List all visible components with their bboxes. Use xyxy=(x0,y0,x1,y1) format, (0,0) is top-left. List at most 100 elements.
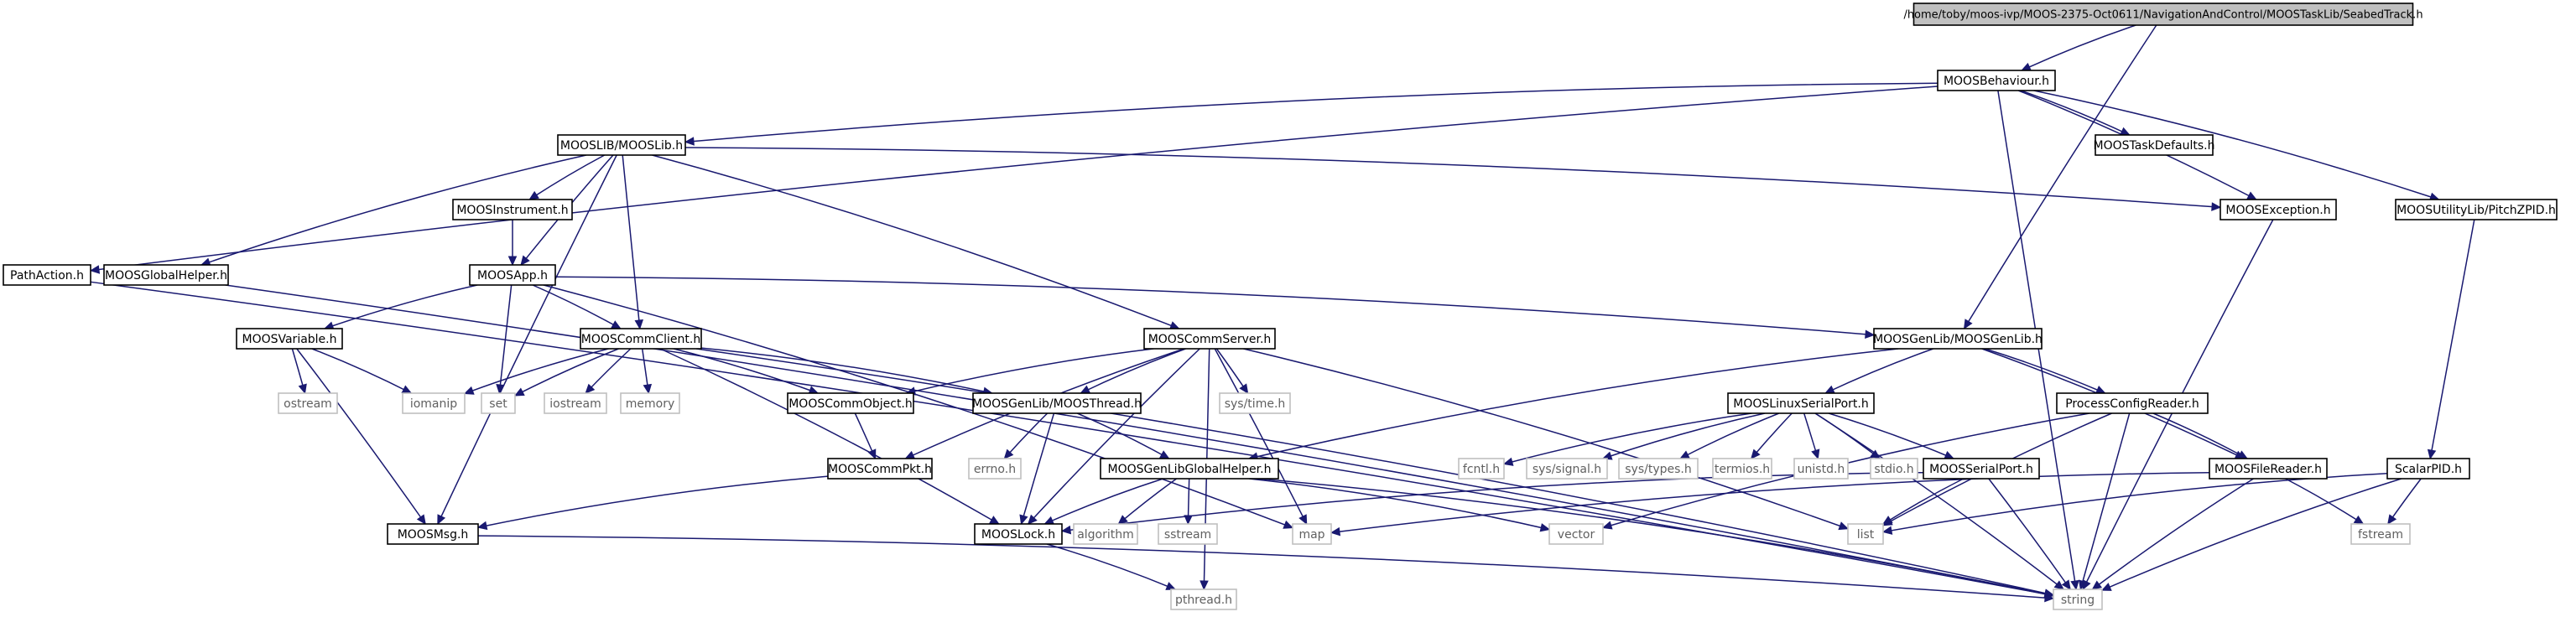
node-box-stdio xyxy=(1870,458,1918,480)
node-filereader[interactable]: MOOSFileReader.h xyxy=(2209,458,2328,480)
node-box-commserver xyxy=(1143,328,1276,350)
arrowhead-thread-to-errno xyxy=(1003,448,1014,459)
edge-linuxserial-to-termios xyxy=(1751,412,1793,459)
edge-mooslock-to-pthread xyxy=(1046,543,1176,590)
arrowhead-commclient-to-iomanip xyxy=(463,386,475,395)
node-processconfig[interactable]: ProcessConfigReader.h xyxy=(2056,392,2209,414)
edge-commclient-to-set xyxy=(514,348,619,397)
arrowhead-root-to-genlib xyxy=(1963,319,1973,330)
node-box-fstream xyxy=(2350,523,2411,545)
edge-linuxserial-to-string xyxy=(1814,412,2064,590)
arrowhead-filereader-to-fstream xyxy=(2353,515,2365,525)
node-box-taskdefaults xyxy=(2095,134,2214,156)
edge-app-to-commclient xyxy=(532,284,622,329)
edge-mooslib-to-instrument xyxy=(528,154,606,200)
arrowhead-app-to-genlib xyxy=(1865,329,1876,339)
node-mooslock[interactable]: MOOSLock.h xyxy=(974,523,1063,545)
node-syssignal: sys/signal.h xyxy=(1526,458,1608,480)
arrowhead-commserver-to-pthread xyxy=(1200,580,1209,591)
arrowhead-instrument-to-app xyxy=(507,256,518,267)
node-root[interactable]: /home/toby/moos-ivp/MOOS-2375-Oct0611/Na… xyxy=(1903,3,2423,26)
arrowhead-commclient-to-set xyxy=(513,387,525,397)
edge-behaviour-to-taskdefaults xyxy=(2021,90,2131,136)
edge-pitchzpid-to-scalarpid xyxy=(2429,219,2475,459)
node-genlib[interactable]: MOOSGenLib/MOOSGenLib.h xyxy=(1873,328,2043,350)
edge-genlib-to-linuxserial xyxy=(1824,348,1934,394)
node-box-commclient xyxy=(580,328,702,350)
node-algorithm: algorithm xyxy=(1073,523,1138,545)
node-linuxserial[interactable]: MOOSLinuxSerialPort.h xyxy=(1727,392,1875,414)
node-box-syssignal xyxy=(1526,458,1608,480)
arrowhead-behaviour-to-string xyxy=(2070,579,2079,591)
node-commobject[interactable]: MOOSCommObject.h xyxy=(787,392,914,414)
arrowhead-commserver-to-commpkt xyxy=(904,450,916,459)
edge-behaviour-to-pitchzpid xyxy=(2033,90,2439,200)
node-variable[interactable]: MOOSVariable.h xyxy=(236,328,343,350)
node-app[interactable]: MOOSApp.h xyxy=(469,264,556,286)
arrowhead-root-to-behaviour xyxy=(2021,62,2032,71)
arrowhead-mooslib-to-moosmsg xyxy=(437,514,446,526)
node-moosmsg[interactable]: MOOSMsg.h xyxy=(387,523,479,545)
node-box-mooslib xyxy=(557,134,686,156)
node-mooslib[interactable]: MOOSLIB/MOOSLib.h xyxy=(557,134,686,156)
nodes-layer: /home/toby/moos-ivp/MOOS-2375-Oct0611/Na… xyxy=(3,3,2558,610)
node-iomanip: iomanip xyxy=(402,392,466,414)
node-vector: vector xyxy=(1548,523,1604,545)
edge-commserver-to-list xyxy=(1243,348,1849,530)
node-commpkt[interactable]: MOOSCommPkt.h xyxy=(827,458,933,480)
edge-app-to-map xyxy=(543,284,1293,529)
node-box-thread xyxy=(972,392,1142,414)
edge-commclient-to-thread xyxy=(700,347,992,394)
edge-mooslib-to-moosmsg xyxy=(437,154,617,525)
node-memory: memory xyxy=(620,392,680,414)
node-box-set xyxy=(481,392,516,414)
node-label-mooslock: MOOSLock.h xyxy=(981,528,1055,542)
node-globalhelper[interactable]: MOOSGlobalHelper.h xyxy=(103,264,229,286)
node-scalarpid[interactable]: ScalarPID.h xyxy=(2386,458,2470,480)
node-box-root xyxy=(1912,3,2414,26)
node-exception[interactable]: MOOSException.h xyxy=(2220,199,2337,220)
arrowhead-commclient-to-iostream xyxy=(585,383,596,394)
arrowhead-pitchzpid-to-scalarpid xyxy=(2427,448,2437,460)
edge-commclient-to-commobject xyxy=(673,348,819,394)
node-box-genlib xyxy=(1873,328,2043,350)
edge-linuxserial-to-serialport xyxy=(1828,412,1954,459)
node-commclient[interactable]: MOOSCommClient.h xyxy=(580,328,702,350)
node-label-taskdefaults: MOOSTaskDefaults.h xyxy=(2094,139,2215,153)
edge-genlibhelper-to-algorithm xyxy=(1117,478,1178,525)
edge-genlibhelper-to-mooslock xyxy=(1044,478,1163,525)
edge-thread-to-genlibhelper xyxy=(1077,412,1170,459)
edge-root-to-genlib xyxy=(1963,24,2157,329)
node-string: string xyxy=(2053,588,2103,610)
node-commserver[interactable]: MOOSCommServer.h xyxy=(1143,328,1276,350)
node-serialport[interactable]: MOOSSerialPort.h xyxy=(1923,458,2040,480)
node-unistd: unistd.h xyxy=(1793,458,1849,480)
node-label-genlib: MOOSGenLib/MOOSGenLib.h xyxy=(1873,333,2043,346)
node-taskdefaults[interactable]: MOOSTaskDefaults.h xyxy=(2094,134,2215,156)
arrowhead-commserver-to-list xyxy=(1838,521,1850,531)
node-box-algorithm xyxy=(1073,523,1138,545)
arrowhead-genlibhelper-to-vector xyxy=(1539,523,1551,532)
edge-commserver-to-commobject xyxy=(906,348,1154,394)
node-genlibhelper[interactable]: MOOSGenLibGlobalHelper.h xyxy=(1100,458,1279,480)
arrowhead-behaviour-to-mooslib xyxy=(684,137,695,146)
edge-thread-to-mooslock xyxy=(1020,412,1055,525)
node-box-exception xyxy=(2220,199,2337,220)
edge-scalarpid-to-string xyxy=(2101,478,2402,591)
node-set: set xyxy=(481,392,516,414)
node-pitchzpid[interactable]: MOOSUtilityLib/PitchZPID.h xyxy=(2395,199,2558,220)
node-instrument[interactable]: MOOSInstrument.h xyxy=(452,199,573,220)
node-box-memory xyxy=(620,392,680,414)
node-label-genlibhelper: MOOSGenLibGlobalHelper.h xyxy=(1108,463,1272,476)
edge-behaviour-to-mooslib xyxy=(684,82,1939,143)
arrowhead-mooslib-to-app xyxy=(520,255,530,266)
node-thread[interactable]: MOOSGenLib/MOOSThread.h xyxy=(972,392,1142,414)
edge-genlibhelper-to-vector xyxy=(1248,478,1550,531)
arrowhead-linuxserial-to-termios xyxy=(1750,448,1761,459)
edge-mooslib-to-globalhelper xyxy=(200,154,587,266)
node-behaviour[interactable]: MOOSBehaviour.h xyxy=(1937,70,2056,91)
edges-layer xyxy=(89,24,2475,603)
node-pathaction[interactable]: PathAction.h xyxy=(3,264,91,286)
node-label-thread: MOOSGenLib/MOOSThread.h xyxy=(972,397,1142,411)
node-box-unistd xyxy=(1793,458,1849,480)
